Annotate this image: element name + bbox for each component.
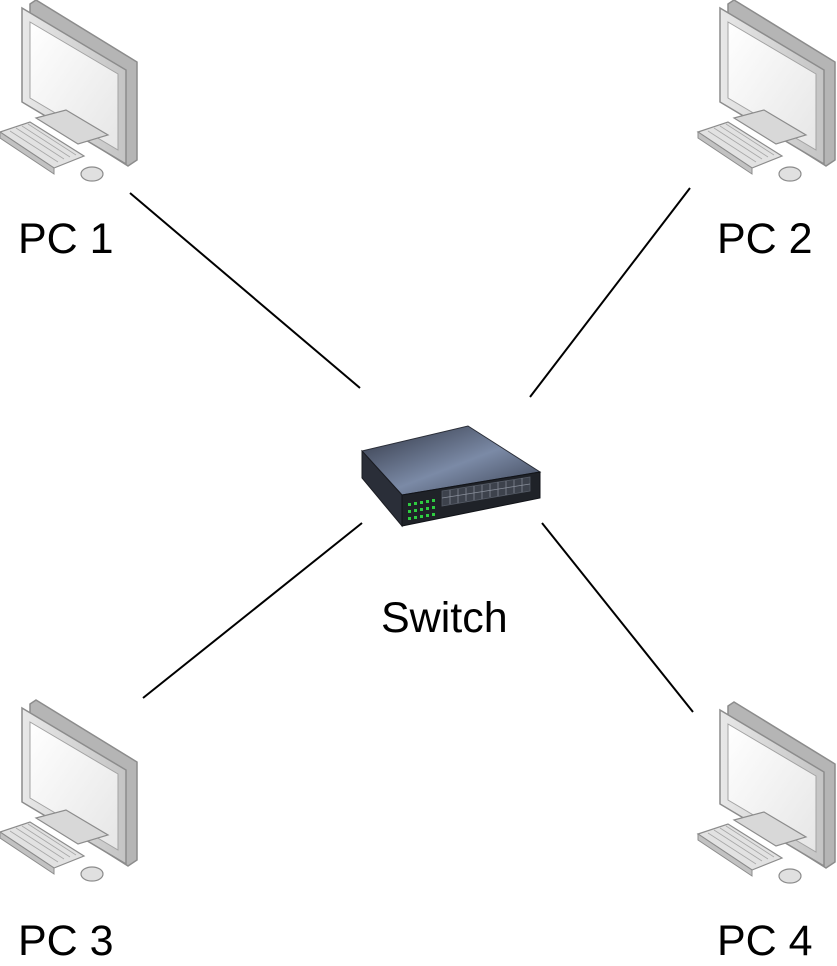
pc1-desktop-computer-icon[interactable] <box>0 0 138 182</box>
pc3-desktop-computer-icon[interactable] <box>0 699 138 882</box>
pc2-desktop-computer-icon[interactable] <box>697 0 836 182</box>
link-pc4-switch <box>541 522 694 713</box>
pc3-label: PC 3 <box>18 917 114 965</box>
links <box>129 187 694 713</box>
link-pc2-switch <box>529 187 691 398</box>
pc4-label: PC 4 <box>717 917 813 965</box>
pc4-desktop-computer-icon[interactable] <box>697 701 836 884</box>
pc1-label: PC 1 <box>18 215 114 263</box>
switch-label: Switch <box>381 594 508 642</box>
link-pc3-switch <box>142 522 363 699</box>
network-switch-icon[interactable] <box>361 425 542 528</box>
pc2-label: PC 2 <box>717 215 813 263</box>
link-pc1-switch <box>129 192 361 389</box>
